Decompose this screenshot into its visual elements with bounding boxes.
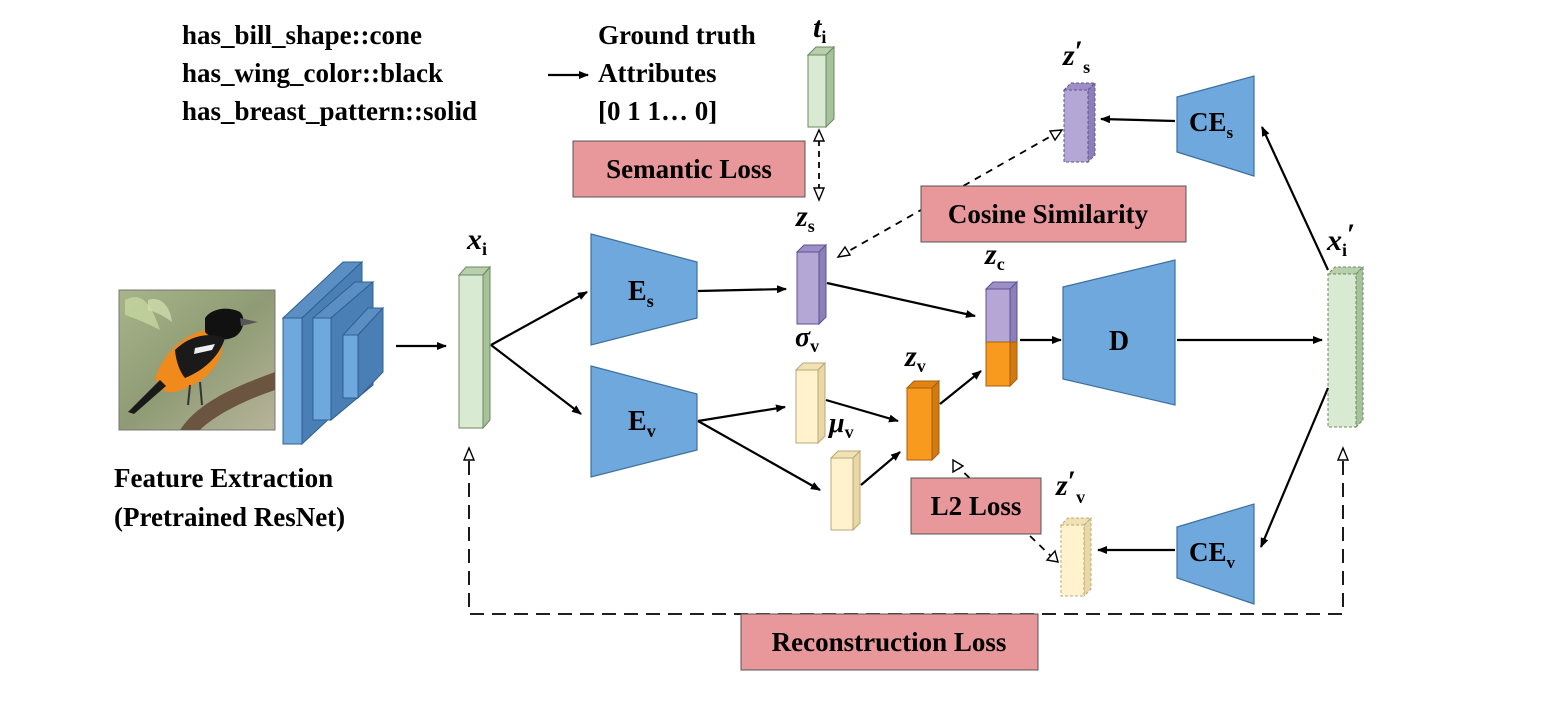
decoder-d-label: D	[1109, 326, 1129, 357]
ev-to-sigma-arrow	[697, 404, 786, 423]
reconstruction-loss-label: Reconstruction Loss	[772, 627, 1007, 657]
semantic-loss-label: Semantic Loss	[606, 154, 772, 184]
ground-truth-vector: [0 1 1… 0]	[598, 96, 717, 126]
t-i-label: ti	[813, 11, 826, 47]
arrowhead-up	[1336, 446, 1350, 461]
reconstruction-dashed-path	[468, 461, 1344, 615]
x-i-prime-vector	[1326, 265, 1365, 429]
mu-to-zv-arrow	[860, 451, 901, 486]
cosine-dashed-link	[839, 130, 1061, 257]
z-c-vector	[984, 280, 1019, 388]
ce-s-block	[1176, 75, 1255, 177]
attribute-line: has_breast_pattern::solid	[182, 96, 477, 126]
bird-image	[118, 289, 276, 431]
arrowhead-up	[812, 128, 826, 142]
feature-extraction-subtitle: (Pretrained ResNet)	[114, 502, 345, 532]
arrowhead-up-left	[952, 458, 965, 474]
feature-extraction-title: Feature Extraction	[114, 463, 333, 493]
ground-truth-subtitle: Attributes	[598, 58, 716, 88]
arrowhead-right	[1048, 129, 1064, 142]
ce-v-block	[1176, 503, 1255, 605]
z-s-vector	[795, 243, 828, 326]
ces-to-zs-prime-arrow	[1100, 115, 1176, 124]
arrowhead-down-right	[1045, 549, 1059, 563]
encoder-ev-label: Ev	[628, 406, 656, 441]
attribute-line: has_wing_color::black	[182, 58, 443, 88]
cosine-similarity-box	[920, 185, 1187, 243]
xi-to-es-arrow	[490, 291, 588, 346]
attribute-line: has_bill_shape::cone	[182, 20, 422, 50]
sigma-v-vector	[794, 361, 827, 445]
z-v-prime-vector	[1059, 516, 1093, 598]
ev-to-mu-arrow	[697, 420, 821, 491]
z-v-label: zv	[904, 340, 926, 376]
z-c-label: zc	[984, 238, 1005, 274]
mu-v-vector	[829, 449, 862, 532]
es-to-zs-arrow	[697, 285, 787, 294]
zs-to-zc-arrow	[826, 281, 976, 318]
mu-v-label: μv	[827, 408, 854, 442]
ground-truth-text: Ground truth Attributes [0 1 1… 0]	[598, 20, 756, 126]
x-i-label: xi	[466, 223, 487, 259]
sigma-v-label: σv	[795, 322, 819, 356]
x-i-prime-label: xi′	[1326, 218, 1355, 260]
zv-to-zc-arrow	[939, 370, 982, 405]
ground-truth-title: Ground truth	[598, 20, 756, 50]
l2-loss-label: L2 Loss	[931, 491, 1022, 521]
ce-v-label: CEv	[1189, 537, 1236, 572]
arrowhead-up	[462, 446, 476, 461]
xi-to-ev-arrow	[490, 344, 582, 415]
xi-prime-to-cev-arrow	[1259, 387, 1330, 548]
t-i-vector	[806, 45, 836, 129]
encoder-es-label: Es	[628, 276, 654, 311]
z-v-vector	[905, 379, 941, 462]
ce-s-label: CEs	[1189, 107, 1234, 142]
z-s-label: zs	[795, 200, 815, 236]
x-i-vector	[457, 265, 492, 430]
reconstruction-loss-box	[740, 613, 1039, 671]
sigma-to-zv-arrow	[825, 398, 899, 423]
encoder-ev-block	[590, 365, 698, 478]
semantic-loss-box	[572, 140, 806, 198]
attribute-list: has_bill_shape::cone has_wing_color::bla…	[182, 20, 477, 126]
l2-loss-box	[910, 477, 1042, 535]
z-v-prime-label: z′v	[1055, 465, 1085, 507]
z-s-prime-label: z′s	[1062, 35, 1090, 77]
resnet-blocks	[281, 260, 385, 446]
decoder-d-block	[1062, 259, 1176, 406]
arrowhead-down	[812, 187, 826, 202]
z-s-prime-vector	[1062, 81, 1097, 164]
feature-extraction-caption: Feature Extraction (Pretrained ResNet)	[114, 463, 345, 532]
xi-prime-to-ces-arrow	[1261, 126, 1329, 271]
cosine-similarity-label: Cosine Similarity	[948, 199, 1149, 229]
arrowhead-left	[836, 245, 852, 258]
encoder-es-block	[590, 233, 698, 346]
